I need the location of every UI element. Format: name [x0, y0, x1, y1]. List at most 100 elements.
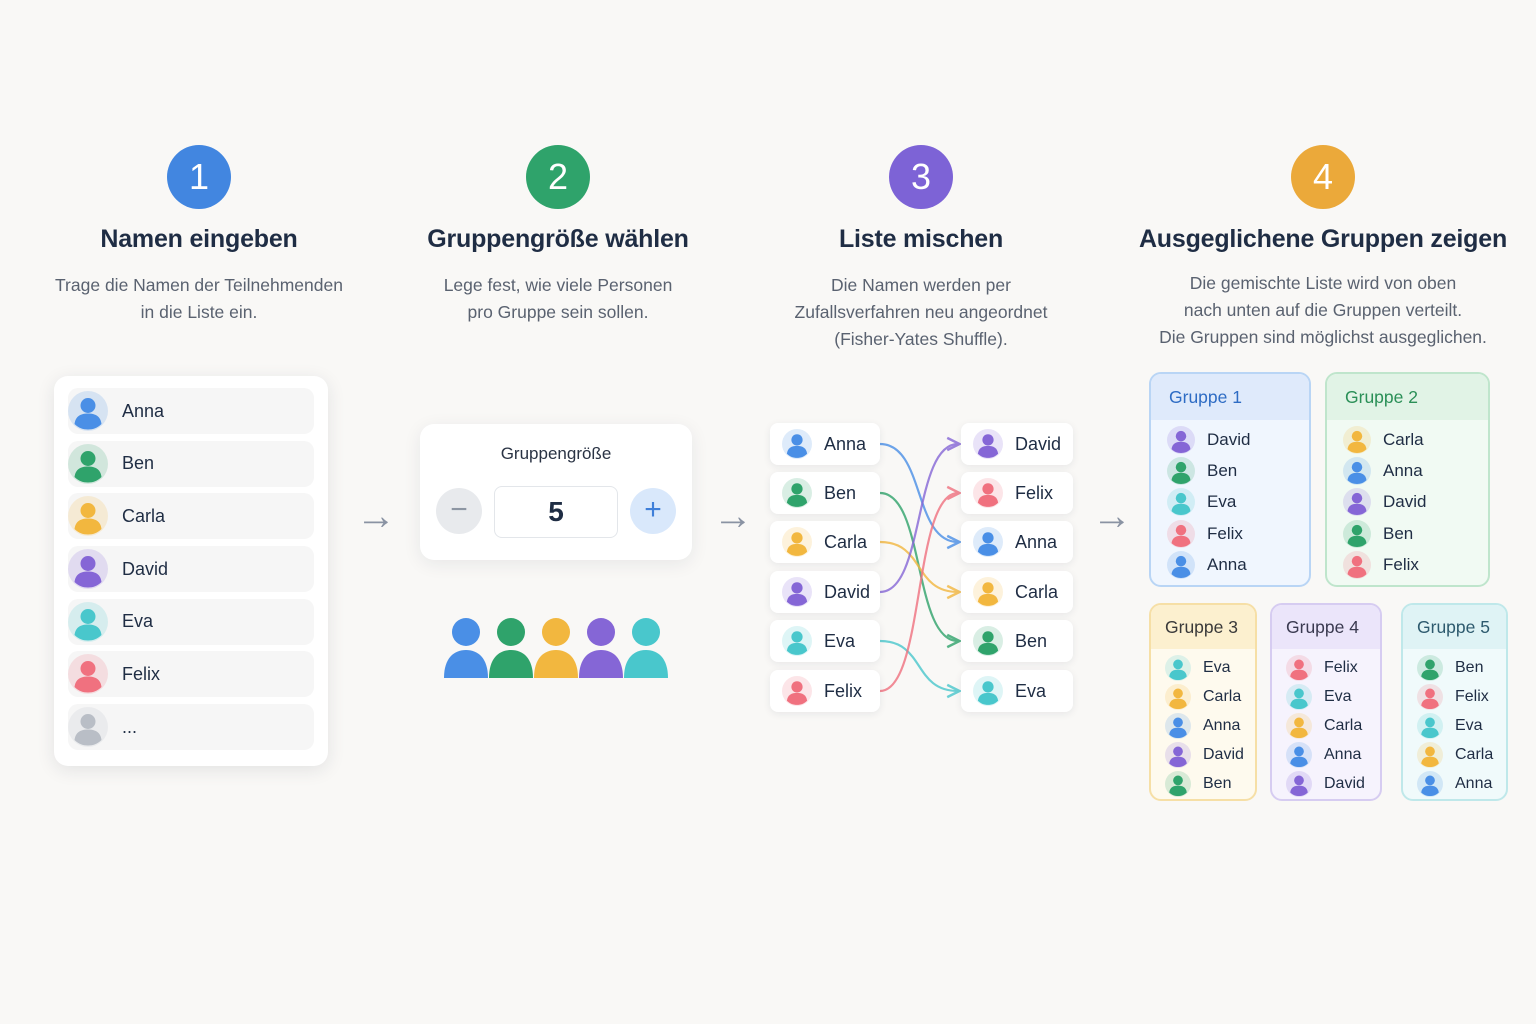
avatar-icon	[1343, 488, 1371, 517]
avatar-icon	[973, 676, 1003, 706]
group-member: Ben	[1403, 653, 1506, 682]
avatar-icon	[68, 601, 108, 642]
avatar-icon	[973, 429, 1003, 459]
avatar-icon	[1417, 683, 1443, 710]
step-4: 4 Ausgeglichene Gruppen zeigen Die gemis…	[1108, 145, 1536, 351]
shuffle-shuffled-item: Anna	[961, 521, 1073, 563]
name-list-item[interactable]: David	[68, 546, 314, 593]
shuffle-connection	[879, 444, 958, 594]
name-list-item[interactable]: Felix	[68, 651, 314, 698]
group-member: Eva	[1272, 682, 1380, 711]
group-title: Gruppe 1	[1151, 374, 1309, 420]
name-list-item[interactable]: Eva	[68, 598, 314, 645]
avatar-icon	[1167, 456, 1195, 485]
name-list-item[interactable]: Carla	[68, 493, 314, 540]
group-member: Carla	[1327, 424, 1488, 455]
increment-button[interactable]: +	[630, 488, 676, 534]
avatar-icon	[1286, 712, 1312, 739]
member-name: David	[1207, 429, 1251, 449]
shuffle-original-item: Anna	[770, 423, 880, 465]
group-member: Carla	[1403, 740, 1506, 769]
step-1-badge: 1	[167, 145, 231, 209]
avatar-icon	[782, 626, 812, 656]
member-name: Felix	[1324, 658, 1358, 676]
shuffle-original-item: David	[770, 571, 880, 613]
member-name: Ben	[1383, 523, 1414, 543]
group-member: Eva	[1151, 487, 1309, 518]
member-name: Eva	[1207, 492, 1237, 512]
avatar-icon	[782, 429, 812, 459]
member-name: Anna	[1207, 554, 1247, 574]
group-member: Anna	[1403, 769, 1506, 798]
name-label: Carla	[122, 505, 166, 526]
group-member: Carla	[1151, 682, 1255, 711]
avatar-icon	[68, 391, 108, 431]
avatar-icon	[1417, 770, 1443, 797]
member-name: Anna	[1203, 716, 1241, 734]
step-3-badge: 3	[889, 145, 953, 209]
avatar-icon	[1343, 519, 1371, 548]
avatar-icon	[973, 626, 1003, 656]
step-4-badge: 4	[1291, 145, 1355, 209]
name-label: Anna	[122, 400, 165, 421]
group-title: Gruppe 5	[1403, 605, 1506, 649]
member-name: Eva	[1324, 687, 1352, 705]
group-member: Eva	[1151, 653, 1255, 682]
name-label: Felix	[122, 663, 161, 684]
group-size-stepper: − 5 +	[436, 486, 676, 538]
group-member: Anna	[1151, 711, 1255, 740]
member-name: Anna	[1324, 745, 1362, 763]
member-name: Ben	[1455, 658, 1484, 676]
name-list-item[interactable]: Ben	[68, 440, 314, 487]
group-member: Ben	[1151, 455, 1309, 486]
member-name: Eva	[1203, 658, 1231, 676]
member-name: David	[1383, 492, 1427, 512]
step-3: 3 Liste mischen Die Namen werden per Zuf…	[731, 145, 1111, 353]
avatar-icon	[1167, 550, 1195, 579]
name-label: Ben	[1015, 630, 1048, 651]
avatar-icon	[1286, 683, 1312, 710]
name-label: Ben	[122, 453, 155, 474]
member-name: Anna	[1383, 460, 1423, 480]
shuffle-connection	[879, 639, 958, 691]
step-4-desc: Die gemischte Liste wird von oben nach u…	[1159, 273, 1487, 347]
member-name: Carla	[1203, 687, 1242, 705]
group-member: Felix	[1272, 653, 1380, 682]
name-label: Eva	[824, 630, 856, 651]
group-size-input[interactable]: 5	[494, 486, 618, 538]
group-member: Felix	[1151, 518, 1309, 549]
group-member: David	[1151, 424, 1309, 455]
avatar-icon	[1343, 425, 1371, 454]
step-2: 2 Gruppengröße wählen Lege fest, wie vie…	[368, 145, 748, 326]
arrow-right-icon: →	[713, 494, 753, 538]
name-label: Felix	[1015, 482, 1054, 503]
avatar-icon	[1417, 741, 1443, 768]
avatar-icon	[1417, 712, 1443, 739]
avatar-icon	[973, 478, 1003, 508]
step-2-desc: Lege fest, wie viele Personen pro Gruppe…	[443, 275, 673, 322]
group-member: David	[1151, 740, 1255, 769]
member-name: Ben	[1207, 460, 1238, 480]
name-label: Felix	[824, 680, 863, 701]
member-name: Eva	[1455, 716, 1483, 734]
name-list-item[interactable]: ...	[68, 704, 314, 751]
avatar-icon	[68, 707, 108, 748]
avatar-icon	[1165, 683, 1191, 710]
group-member: Felix	[1403, 682, 1506, 711]
name-label: ...	[122, 716, 138, 737]
person-icon	[579, 618, 623, 678]
group-title: Gruppe 4	[1272, 605, 1380, 649]
shuffle-original-item: Felix	[770, 670, 880, 712]
member-name: Carla	[1455, 745, 1494, 763]
avatar-icon	[68, 654, 108, 695]
group-member: Eva	[1403, 711, 1506, 740]
shuffle-original-item: Eva	[770, 620, 880, 662]
name-list-item[interactable]: Anna	[68, 388, 314, 434]
person-icon	[444, 618, 488, 678]
step-1: 1 Namen eingeben Trage die Namen der Tei…	[9, 145, 389, 326]
decrement-button[interactable]: −	[436, 488, 482, 534]
